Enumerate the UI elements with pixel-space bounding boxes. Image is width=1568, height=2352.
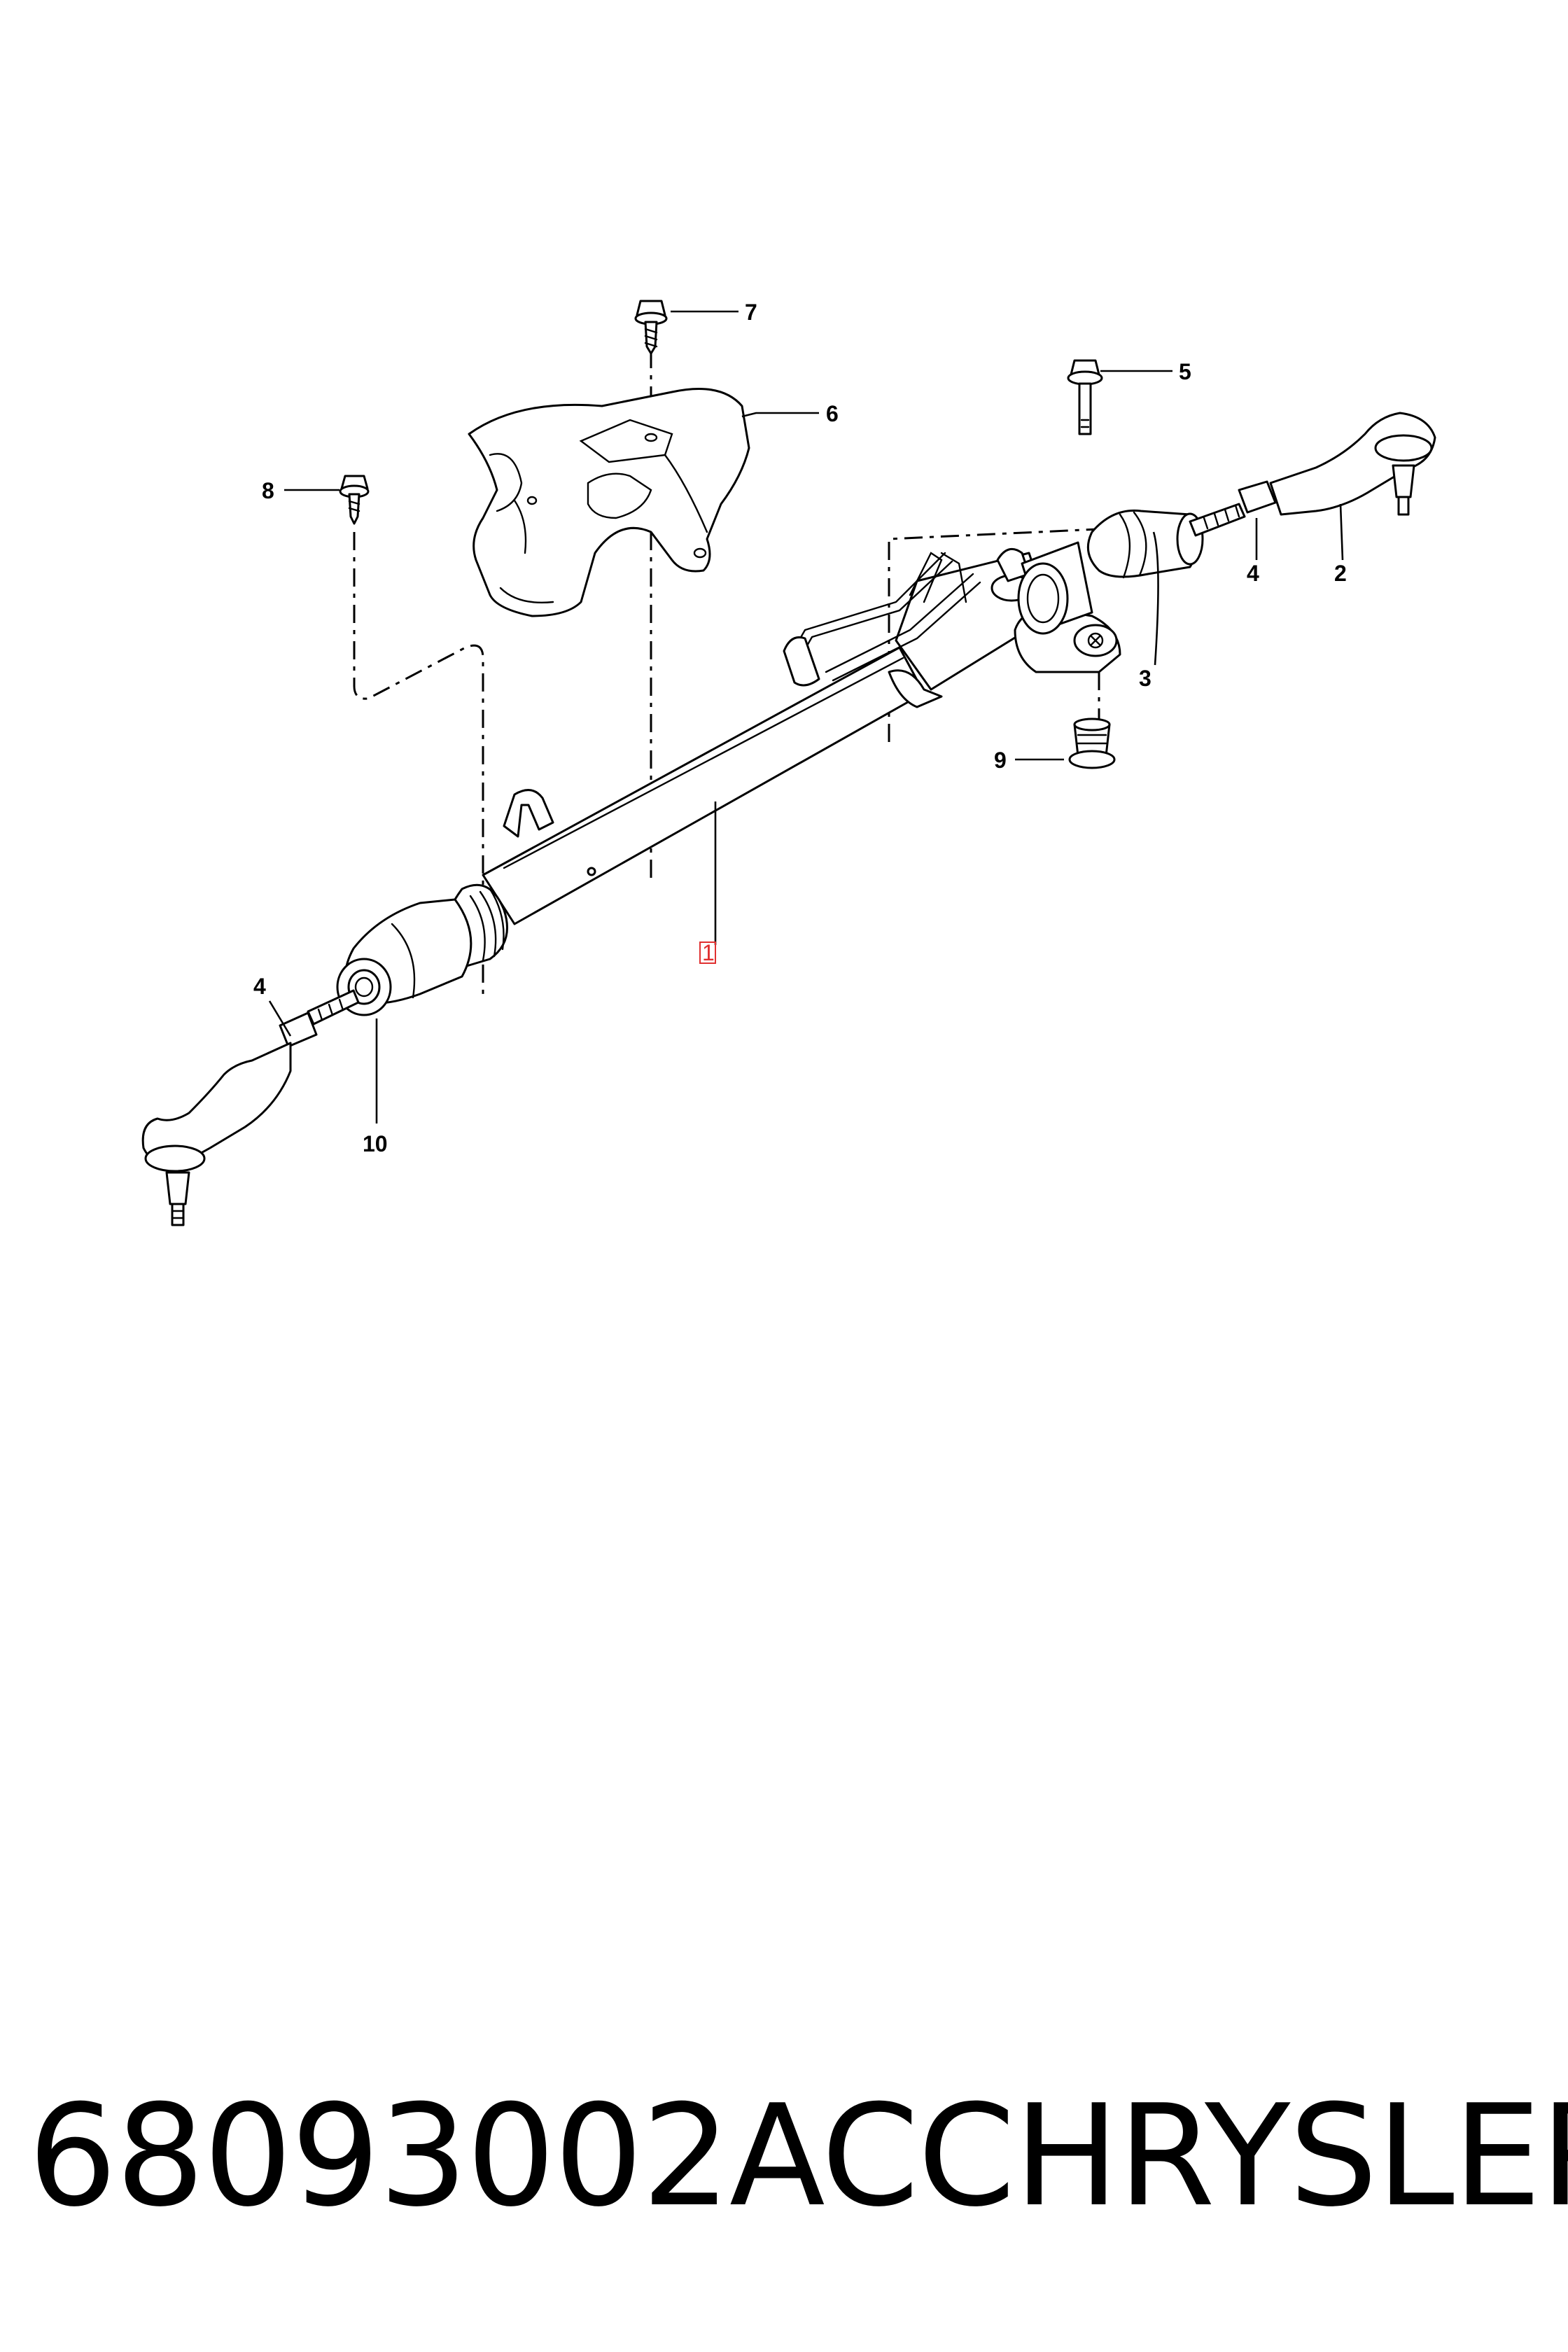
callout-5: 5 <box>1179 359 1191 384</box>
callout-6: 6 <box>826 401 839 426</box>
callout-7: 7 <box>745 300 757 325</box>
leader-lines <box>268 310 1344 1124</box>
callout-4-left: 4 <box>253 974 266 999</box>
callout-2: 2 <box>1334 561 1347 586</box>
callout-8: 8 <box>262 478 274 503</box>
callout-10: 10 <box>363 1131 388 1156</box>
right-tie-rod-end <box>1189 412 1436 537</box>
bushing-9 <box>1068 718 1116 769</box>
heat-shield <box>468 388 750 617</box>
bolt-8 <box>339 475 370 525</box>
callout-labels: 1 2 3 4 4 5 6 7 8 9 10 <box>253 300 1347 1156</box>
brand-name: CHRYSLER <box>917 2074 1568 2238</box>
part-number: 68093002AC <box>28 2074 919 2238</box>
callout-1: 1 <box>702 940 715 965</box>
callout-1-highlight-box <box>699 941 716 964</box>
left-tie-rod-end <box>141 989 360 1226</box>
callout-9: 9 <box>994 748 1007 773</box>
bolt-7 <box>634 300 668 355</box>
steering-rack-housing <box>336 509 1204 1016</box>
callout-3: 3 <box>1139 666 1152 691</box>
part-caption: 68093002AC CHRYSLER <box>28 2065 1568 2247</box>
bolt-5 <box>1067 359 1103 435</box>
callout-4-right: 4 <box>1247 561 1259 586</box>
